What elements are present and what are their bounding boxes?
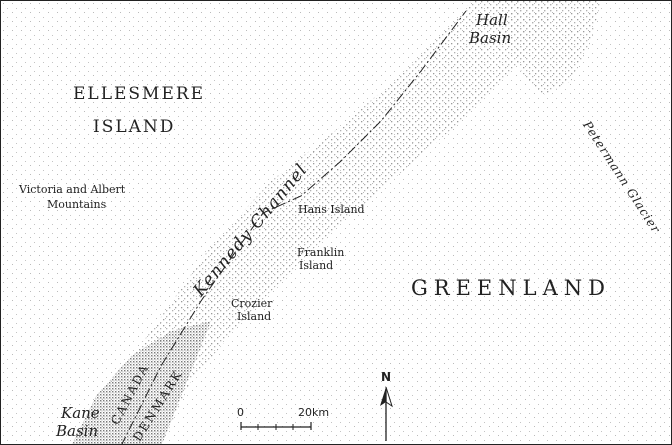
label-mountains: Mountains	[47, 198, 107, 211]
label-hall: Hall	[476, 11, 508, 29]
north-arrow-icon	[380, 386, 393, 441]
label-ellesmere-island: ISLAND	[93, 117, 176, 137]
label-kane: Kane	[61, 404, 100, 422]
label-greenland: GREENLAND	[411, 276, 611, 300]
international-boundary	[121, 10, 467, 444]
label-crozier: Crozier	[231, 297, 273, 310]
label-franklin-island: Island	[299, 259, 334, 272]
label-ellesmere: ELLESMERE	[73, 84, 206, 104]
label-kane-basin: Basin	[56, 422, 99, 440]
label-hans-island: Hans Island	[298, 203, 365, 216]
label-franklin: Franklin	[297, 246, 345, 259]
north-label: N	[381, 370, 392, 384]
kane-basin-shading	[72, 321, 211, 444]
label-crozier-island: Island	[237, 310, 272, 323]
scale-bar	[240, 422, 312, 430]
label-victoria-albert: Victoria and Albert	[19, 183, 126, 196]
label-hall-basin: Basin	[469, 29, 512, 47]
scale-end-label: 20km	[298, 406, 330, 419]
glacier-shading	[556, 61, 666, 216]
scale-start-label: 0	[237, 406, 244, 419]
